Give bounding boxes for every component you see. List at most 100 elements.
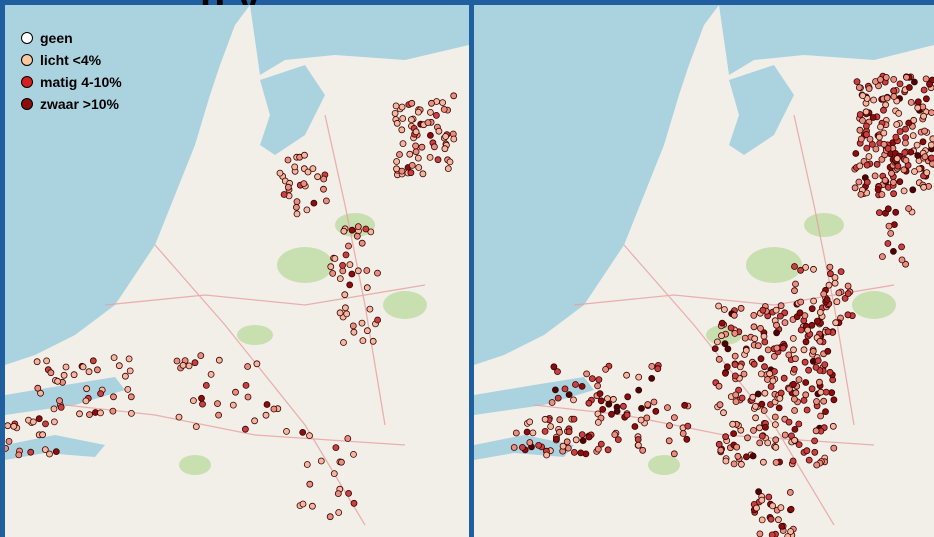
observation-dot xyxy=(873,160,881,168)
observation-dot xyxy=(900,187,908,195)
observation-dot xyxy=(855,84,863,91)
observation-dot xyxy=(414,108,422,116)
observation-dot xyxy=(602,365,610,373)
observation-dot xyxy=(597,397,605,405)
observation-dot xyxy=(363,284,371,292)
observation-dot xyxy=(764,439,772,447)
observation-dot xyxy=(284,156,292,164)
observation-dot xyxy=(128,409,135,417)
observation-dot xyxy=(597,440,605,448)
observation-dot xyxy=(816,308,824,316)
observation-dot xyxy=(609,395,617,403)
observation-dot xyxy=(535,441,542,449)
observation-dot xyxy=(331,255,339,262)
observation-dot xyxy=(414,154,422,162)
observation-dot xyxy=(29,418,37,426)
observation-dot xyxy=(795,376,803,384)
observation-dot xyxy=(306,480,314,488)
observation-dot xyxy=(293,210,301,218)
observation-dot xyxy=(39,431,46,439)
observation-dot xyxy=(596,390,604,398)
observation-dot xyxy=(426,131,434,139)
observation-dot xyxy=(775,404,783,412)
observation-dot xyxy=(791,355,799,363)
observation-dot xyxy=(684,422,692,430)
observation-dot xyxy=(893,121,901,128)
observation-dot xyxy=(570,396,577,404)
observation-dot xyxy=(871,172,879,180)
observation-dot xyxy=(829,422,837,430)
observation-dot xyxy=(785,418,793,426)
observation-dot xyxy=(198,394,205,402)
observation-dot xyxy=(724,345,732,353)
observation-dot xyxy=(56,397,63,405)
observation-dot xyxy=(595,376,603,384)
observation-dot xyxy=(870,96,878,104)
map-panel-left[interactable]: geen licht <4% matig 4-10% zwaar >10% xyxy=(5,5,469,537)
observation-dot xyxy=(721,369,729,377)
observation-dot xyxy=(299,428,307,436)
observation-dot xyxy=(430,143,438,151)
observation-dot xyxy=(97,409,104,417)
observation-dot xyxy=(795,420,803,428)
observation-dot xyxy=(79,363,87,371)
observation-dot xyxy=(207,370,215,378)
observation-dot xyxy=(862,122,870,130)
observation-dot xyxy=(844,282,852,290)
observation-dot xyxy=(893,155,901,163)
observation-dot xyxy=(396,151,403,158)
observation-dot xyxy=(791,436,799,444)
map-left-svg xyxy=(5,5,469,526)
observation-dot xyxy=(821,361,829,369)
observation-dot xyxy=(127,393,135,401)
observation-dot xyxy=(884,205,892,213)
observation-dot xyxy=(862,108,870,116)
observation-dot xyxy=(797,266,805,274)
observation-dot xyxy=(330,470,338,478)
observation-dot xyxy=(758,432,766,440)
observation-dot xyxy=(570,448,578,456)
observation-dot xyxy=(292,203,300,211)
observation-dot xyxy=(635,386,643,394)
observation-dot xyxy=(905,119,913,127)
observation-dot xyxy=(732,391,740,399)
observation-dot xyxy=(810,297,818,305)
observation-dot xyxy=(921,153,929,161)
observation-dot xyxy=(579,437,587,445)
observation-dot xyxy=(428,99,435,107)
observation-dot xyxy=(859,117,866,124)
observation-dot xyxy=(758,496,766,504)
observation-dot xyxy=(715,382,723,390)
observation-dot xyxy=(624,393,632,401)
observation-dot xyxy=(345,489,353,497)
observation-dot xyxy=(340,339,347,346)
observation-dot xyxy=(34,384,42,392)
observation-dot xyxy=(594,418,602,426)
observation-dot xyxy=(737,304,745,312)
observation-dot xyxy=(548,399,556,406)
observation-dot xyxy=(232,388,239,396)
observation-dot xyxy=(792,280,799,288)
observation-dot xyxy=(731,352,739,360)
observation-dot xyxy=(577,449,585,457)
observation-dot xyxy=(189,397,197,405)
observation-dot xyxy=(795,441,803,449)
observation-dot xyxy=(15,451,23,459)
observation-dot xyxy=(820,397,828,405)
observation-dot xyxy=(816,337,824,345)
observation-dot xyxy=(342,251,350,259)
observation-dot xyxy=(124,385,132,393)
observation-dot xyxy=(5,422,12,430)
observation-dot xyxy=(863,161,871,169)
observation-dot xyxy=(578,431,586,439)
observation-dot xyxy=(720,306,728,313)
sea-layer xyxy=(474,5,934,460)
observation-dot xyxy=(47,369,55,377)
observation-dot xyxy=(242,381,250,389)
observation-dot xyxy=(510,444,518,451)
observation-dot xyxy=(344,435,352,442)
observation-dot xyxy=(547,423,554,430)
observation-dot xyxy=(810,265,817,273)
observation-dot xyxy=(776,394,784,402)
map-panel-right[interactable] xyxy=(474,5,934,537)
